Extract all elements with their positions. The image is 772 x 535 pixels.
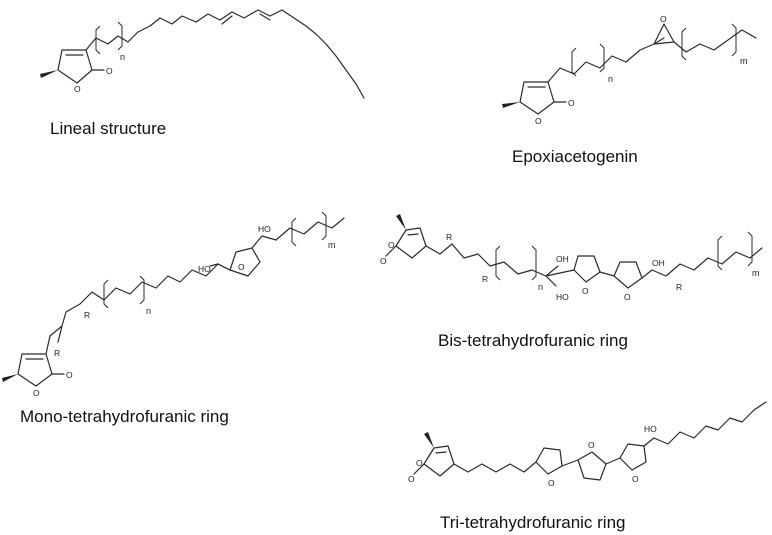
- tri-thf-oxygen-label-2: O: [588, 440, 595, 450]
- carbonyl-oxygen-label: O: [66, 370, 73, 380]
- caption-mono: Mono-tetrahydrofuranic ring: [20, 407, 229, 426]
- ring-oxygen-label: O: [535, 116, 542, 126]
- epoxide-oxygen-label: O: [660, 14, 667, 24]
- bis-oh-label-2: OH: [652, 258, 665, 268]
- caption-tri: Tri-tetrahydrofuranic ring: [440, 513, 626, 532]
- mono-r-label-2: R: [84, 310, 90, 320]
- bis-oh-label: OH: [556, 254, 569, 264]
- tri-thf-oxygen-label-3: O: [632, 474, 639, 484]
- thf-oxygen-label: O: [238, 262, 245, 272]
- tri-thf-structure: O O O O O HO Tri-tetrahydrofuranic ring: [408, 401, 767, 532]
- carbonyl-oxygen-label: O: [408, 474, 415, 484]
- ring-oxygen-label: O: [74, 84, 81, 94]
- carbonyl-oxygen-label: O: [568, 98, 575, 108]
- bis-ho-label: HO: [556, 292, 569, 302]
- epoxi-n-subscript: n: [608, 74, 613, 84]
- caption-bis: Bis-tetrahydrofuranic ring: [438, 331, 628, 350]
- ring-oxygen-label: O: [388, 240, 395, 250]
- lineal-n-subscript: n: [120, 52, 125, 62]
- mono-ho-label: HO: [198, 264, 211, 274]
- caption-epoxi: Epoxiacetogenin: [512, 147, 638, 166]
- bis-m-subscript: m: [752, 268, 760, 278]
- epoxiacetogenin-structure: O O O n m Epoxiacetogenin: [502, 14, 757, 166]
- bis-r-label-3: R: [676, 282, 682, 292]
- tri-thf-oxygen-label: O: [548, 478, 555, 488]
- carbonyl-oxygen-label: O: [106, 66, 113, 76]
- bis-n-subscript: n: [538, 282, 543, 292]
- epoxi-m-subscript: m: [740, 56, 748, 66]
- thf-oxygen-label: O: [582, 286, 589, 296]
- mono-ho-label-2: HO: [258, 224, 271, 234]
- caption-lineal: Lineal structure: [50, 119, 166, 138]
- mono-thf-structure: O O R R O HO HO n m Mono-tetrahydrofuran…: [2, 211, 345, 426]
- mono-r-label: R: [54, 348, 60, 358]
- bis-r-label-2: R: [482, 274, 488, 284]
- bis-thf-structure: O O R R OH HO O O OH R n m Bis-tetrahydr…: [380, 214, 763, 350]
- tri-ho-label: HO: [644, 424, 657, 434]
- bis-r-label: R: [446, 232, 452, 242]
- thf-oxygen-label-2: O: [624, 292, 631, 302]
- carbonyl-oxygen-label: O: [380, 256, 387, 266]
- mono-n-subscript: n: [146, 306, 151, 316]
- mono-m-subscript: m: [328, 240, 336, 250]
- ring-oxygen-label: O: [416, 458, 423, 468]
- ring-oxygen-label: O: [33, 388, 40, 398]
- lineal-structure: O O n Lineal structure: [40, 9, 365, 138]
